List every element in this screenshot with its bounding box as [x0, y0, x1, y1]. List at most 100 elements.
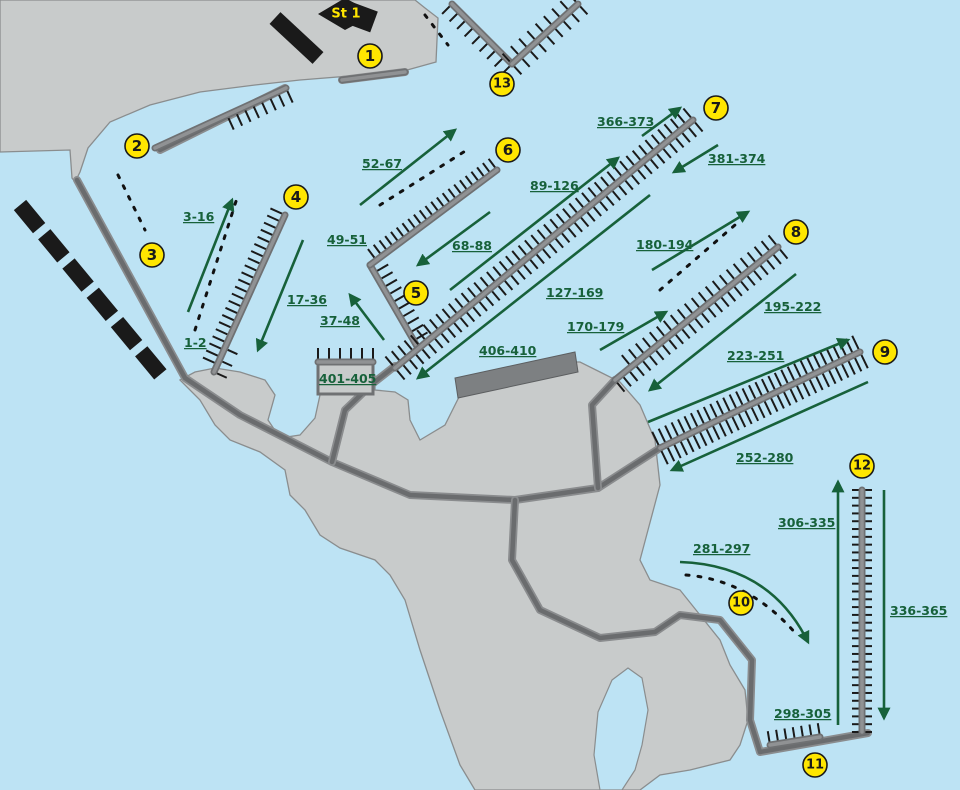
svg-text:1: 1 [365, 47, 375, 65]
pier-1-walkway [340, 70, 407, 82]
pier-13b-walkway [510, 2, 580, 66]
direction-arrows [186, 106, 891, 725]
main-peninsula-land [178, 361, 749, 790]
berth-dots-180-194 [658, 223, 737, 292]
svg-text:9: 9 [880, 343, 890, 361]
dock-badges: 1 2 3 4 5 6 7 8 9 10 11 12 13 [124, 43, 898, 778]
svg-text:5: 5 [411, 284, 421, 302]
dock-badge-13: 13 [489, 71, 515, 97]
label-401-405: 401-405 [319, 371, 376, 386]
arrow-281-297 [679, 560, 810, 645]
label-223-251: 223-251 [727, 348, 784, 363]
pier-6 [366, 158, 501, 269]
label-252-280: 252-280 [736, 450, 794, 465]
arrow-52-67 [359, 128, 458, 207]
lagoon-water [593, 667, 649, 790]
road-network [73, 68, 872, 756]
pier-2 [151, 84, 294, 152]
label-170-179: 170-179 [567, 319, 624, 334]
arrow-180-194 [651, 210, 751, 272]
svg-text:3: 3 [147, 246, 157, 264]
label-3-16: 3-16 [183, 209, 215, 224]
svg-text:2: 2 [132, 137, 142, 155]
arrow-170-179 [599, 310, 669, 352]
svg-text:12: 12 [853, 459, 871, 474]
pier-11 [766, 723, 824, 749]
breakwater [13, 199, 172, 386]
label-336-365: 336-365 [890, 603, 947, 618]
piers [151, 0, 872, 749]
pier-4-walkway [212, 213, 287, 374]
label-37-48: 37-48 [320, 313, 360, 328]
label-1-2: 1-2 [184, 335, 207, 350]
label-406-410: 406-410 [479, 343, 537, 358]
label-306-335: 306-335 [778, 515, 835, 530]
dock-badge-12: 12 [849, 453, 875, 479]
pier-6-walkway [368, 168, 499, 267]
pier-8-walkway [613, 245, 780, 382]
arrow-223-251 [647, 337, 851, 424]
berth-dots-3-16 [193, 193, 240, 332]
svg-text:13: 13 [493, 77, 511, 92]
label-381-374: 381-374 [708, 151, 766, 166]
dock-badge-10: 10 [728, 590, 754, 616]
dock-badge-11: 11 [802, 752, 828, 778]
svg-text:10: 10 [732, 596, 750, 611]
label-281-297: 281-297 [693, 541, 750, 556]
pier-5-walkway [368, 263, 420, 350]
north-shore-land [0, 0, 439, 184]
pier-7-walkway [393, 118, 695, 370]
dock-badge-9: 9 [872, 339, 898, 365]
dock-badge-6: 6 [495, 137, 521, 163]
arrow-3-16 [186, 197, 235, 313]
pier-8 [611, 234, 789, 393]
label-195-222: 195-222 [764, 299, 821, 314]
label-127-169: 127-169 [546, 285, 603, 300]
pier-1 [338, 68, 409, 84]
station-label: St 1 [331, 7, 360, 22]
pier-4 [202, 207, 289, 379]
pier-11-walkway [768, 735, 822, 747]
pier-9-walkway [658, 350, 862, 450]
label-17-36: 17-36 [287, 292, 327, 307]
pier-13b [501, 0, 589, 76]
arrow-127-169 [415, 193, 651, 380]
svg-text:7: 7 [711, 99, 721, 117]
pier-13a [441, 0, 516, 75]
dock-401-405 [316, 358, 375, 396]
pier-2-walkway [153, 86, 288, 150]
berth-dots-3 [116, 173, 147, 232]
label-89-126: 89-126 [530, 178, 579, 193]
label-49-51: 49-51 [327, 232, 367, 247]
label-180-194: 180-194 [636, 237, 694, 252]
arrow-366-373 [641, 106, 683, 138]
pier-9 [651, 335, 869, 465]
dock-badge-7: 7 [703, 95, 729, 121]
label-298-305: 298-305 [774, 706, 831, 721]
svg-text:6: 6 [503, 141, 513, 159]
arrow-17-36 [255, 239, 305, 353]
dock-badge-1: 1 [357, 43, 383, 69]
pier-401-405 [314, 348, 377, 366]
dock-badge-8: 8 [783, 219, 809, 245]
dock-406-410 [454, 351, 579, 399]
arrow-89-126 [449, 156, 621, 292]
arrow-68-88 [415, 210, 491, 267]
dock-badge-3: 3 [139, 242, 165, 268]
svg-text:8: 8 [791, 223, 801, 241]
svg-text:4: 4 [291, 188, 301, 206]
arrow-195-222 [647, 272, 797, 392]
pier-7 [384, 107, 704, 381]
label-366-373: 366-373 [597, 114, 654, 129]
arrow-37-48 [348, 292, 386, 341]
berth-range-labels: 1-2 3-16 17-36 37-48 49-51 52-67 68-88 8… [183, 114, 947, 721]
dock-badge-2: 2 [124, 133, 150, 159]
arrow-252-280 [669, 380, 869, 472]
svg-text:11: 11 [806, 758, 824, 773]
dock-badge-4: 4 [283, 184, 309, 210]
label-68-88: 68-88 [452, 238, 492, 253]
station-badge: St 1 [318, 0, 375, 30]
pier-13a-walkway [450, 2, 514, 66]
pier-12 [852, 486, 872, 736]
